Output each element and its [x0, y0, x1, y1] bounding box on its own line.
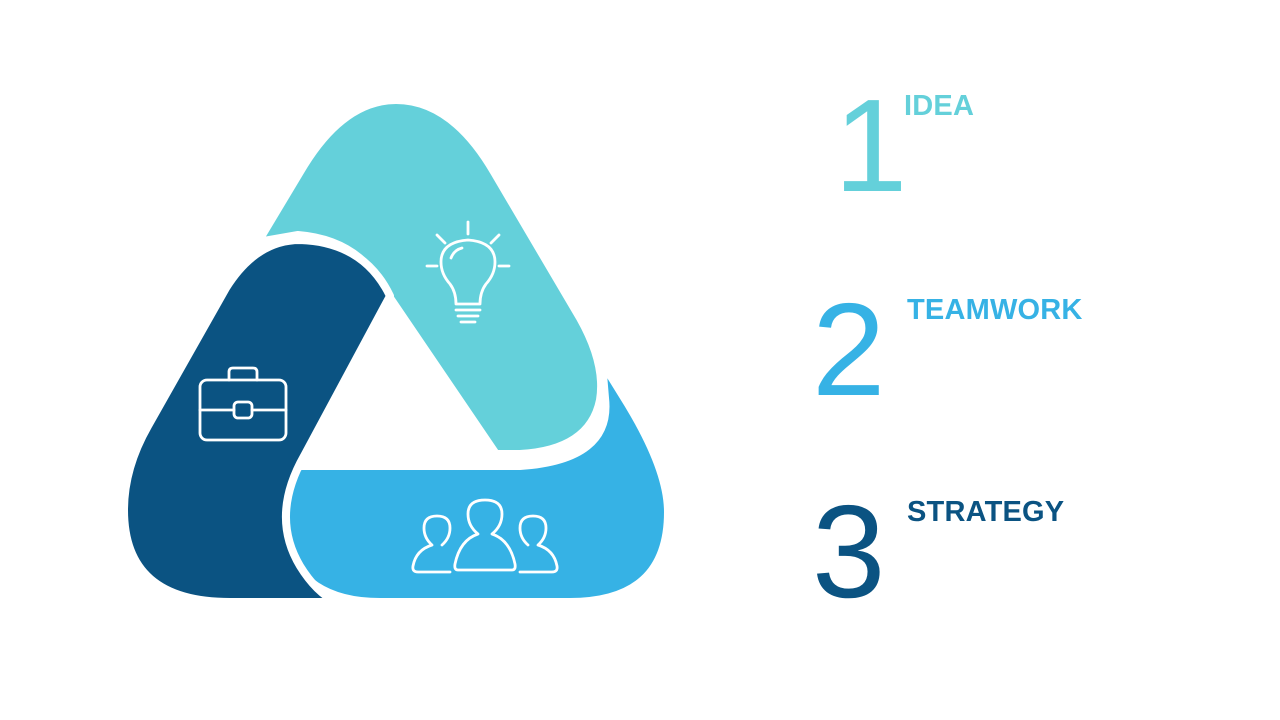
legend-item-teamwork: 2 TEAMWORK: [800, 276, 1260, 423]
legend-number: 2: [812, 276, 886, 423]
teamwork-segment: [275, 358, 672, 606]
legend-item-idea: 1 IDEA: [800, 72, 1260, 219]
strategy-segment: [120, 236, 394, 606]
briefcase-icon: [198, 366, 288, 442]
legend-number: 1: [834, 72, 908, 219]
lightbulb-icon: [425, 220, 511, 324]
legend: 1 IDEA 2 TEAMWORK 3 STRATEGY: [800, 0, 1260, 720]
legend-label: TEAMWORK: [907, 294, 1083, 326]
people-group-icon: [411, 498, 559, 574]
legend-number: 3: [812, 478, 886, 625]
legend-item-strategy: 3 STRATEGY: [800, 478, 1260, 625]
legend-label: IDEA: [904, 90, 975, 122]
triangle-cycle-diagram: [120, 100, 672, 606]
legend-label: STRATEGY: [907, 496, 1065, 528]
